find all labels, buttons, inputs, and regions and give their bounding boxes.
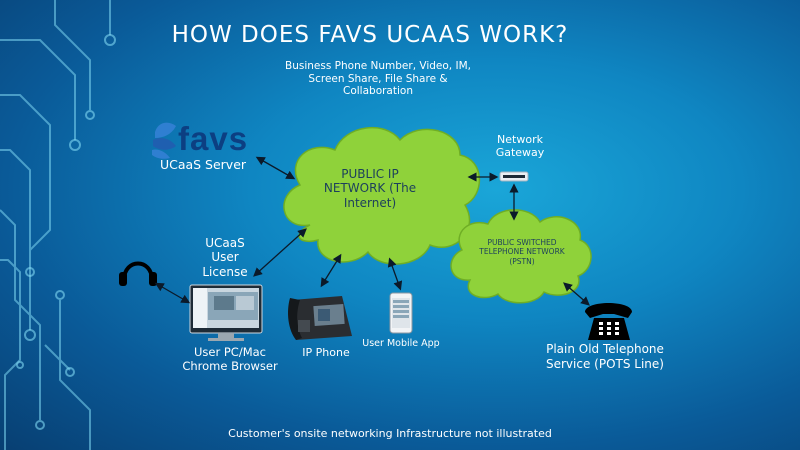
internet-cloud-label: PUBLIC IP NETWORK (The Internet): [323, 167, 417, 210]
arrow-headphones-pc: [154, 282, 191, 304]
pots-label: Plain Old Telephone Service (POTS Line): [546, 342, 664, 371]
internet-cloud: [283, 126, 481, 265]
arrow-pstn-pots: [563, 282, 590, 306]
ip-phone-icon: [288, 296, 352, 340]
favs-logo-text: favs: [178, 120, 249, 157]
network-gateway-icon: [499, 171, 529, 182]
footnote: Customer's onsite networking Infrastruct…: [228, 427, 552, 440]
gateway-label: Network Gateway: [495, 133, 545, 160]
arrow-mobile-internet: [387, 257, 403, 291]
slide-subtitle: Business Phone Number, Video, IM, Screen…: [285, 60, 471, 98]
slide-title: HOW DOES FAVS UCAAS WORK?: [171, 22, 569, 48]
headphones-icon: [119, 261, 157, 286]
mobile-app-label: User Mobile App: [362, 338, 440, 349]
server-label: UCaaS Server: [159, 157, 247, 172]
arrow-ipphone-internet: [320, 253, 342, 288]
arrow-pc-internet: [253, 228, 307, 277]
desktop-monitor-icon: [189, 284, 263, 341]
pstn-cloud-label: PUBLIC SWITCHED TELEPHONE NETWORK (PSTN): [479, 238, 565, 266]
pstn-cloud: [450, 209, 592, 304]
arrow-server-internet: [255, 156, 296, 180]
desk-telephone-icon: [585, 303, 632, 340]
mobile-phone-icon: [389, 292, 413, 334]
pc-label: User PC/Mac Chrome Browser: [182, 345, 278, 373]
leaf-logo-icon: [152, 122, 176, 159]
user-license-label: UCaaS User License: [202, 236, 248, 279]
ip-phone-label: IP Phone: [302, 346, 350, 359]
